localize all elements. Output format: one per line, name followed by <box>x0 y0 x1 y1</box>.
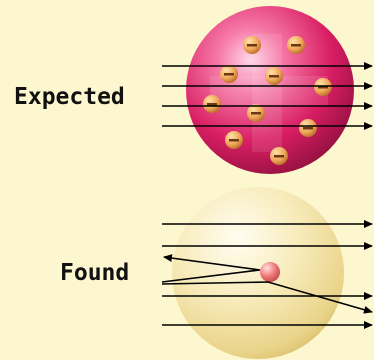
expected-label: Expected <box>14 86 125 109</box>
electron-8 <box>299 119 317 137</box>
electron-3 <box>220 65 238 83</box>
mostly-empty-sphere <box>172 187 344 359</box>
electron-2 <box>287 36 305 54</box>
nuclear-atom <box>172 187 344 359</box>
nucleus <box>260 262 280 282</box>
electron-4 <box>265 67 283 85</box>
electron-10 <box>270 147 288 165</box>
electron-6 <box>203 95 221 113</box>
found-label: Found <box>60 262 129 285</box>
electron-9 <box>225 131 243 149</box>
electron-1 <box>243 36 261 54</box>
electron-5 <box>314 78 332 96</box>
